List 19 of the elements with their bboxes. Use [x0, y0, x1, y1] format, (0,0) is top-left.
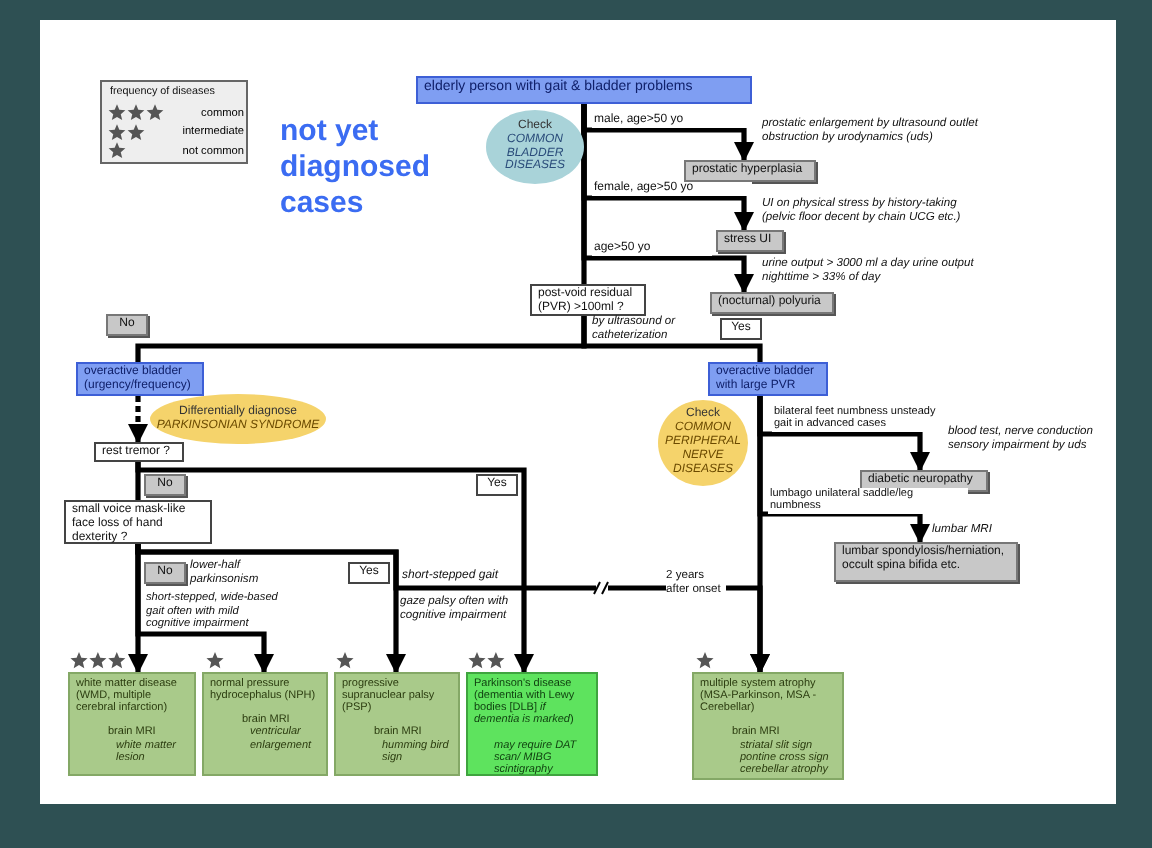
- question-box: [64, 500, 212, 544]
- disease-box: [334, 672, 460, 776]
- heading-text: not yet diagnosed cases: [280, 114, 433, 222]
- condition-box: [76, 362, 204, 396]
- question-box: [530, 284, 646, 316]
- connector-arrow: [750, 396, 770, 674]
- title-box: [416, 76, 752, 104]
- diagnosis-box: [684, 160, 816, 182]
- disease-box: [202, 672, 328, 776]
- connector-arrow: [135, 462, 534, 674]
- question-box: [94, 442, 184, 462]
- diagnosis-box: [834, 542, 1018, 582]
- connector-arrow: [128, 396, 148, 444]
- disease-box: [692, 672, 844, 780]
- diagnosis-box: [710, 292, 834, 314]
- disease-box: [466, 672, 598, 776]
- condition-box: [708, 362, 828, 396]
- disease-box: [68, 672, 196, 776]
- diagnosis-box: [716, 230, 784, 252]
